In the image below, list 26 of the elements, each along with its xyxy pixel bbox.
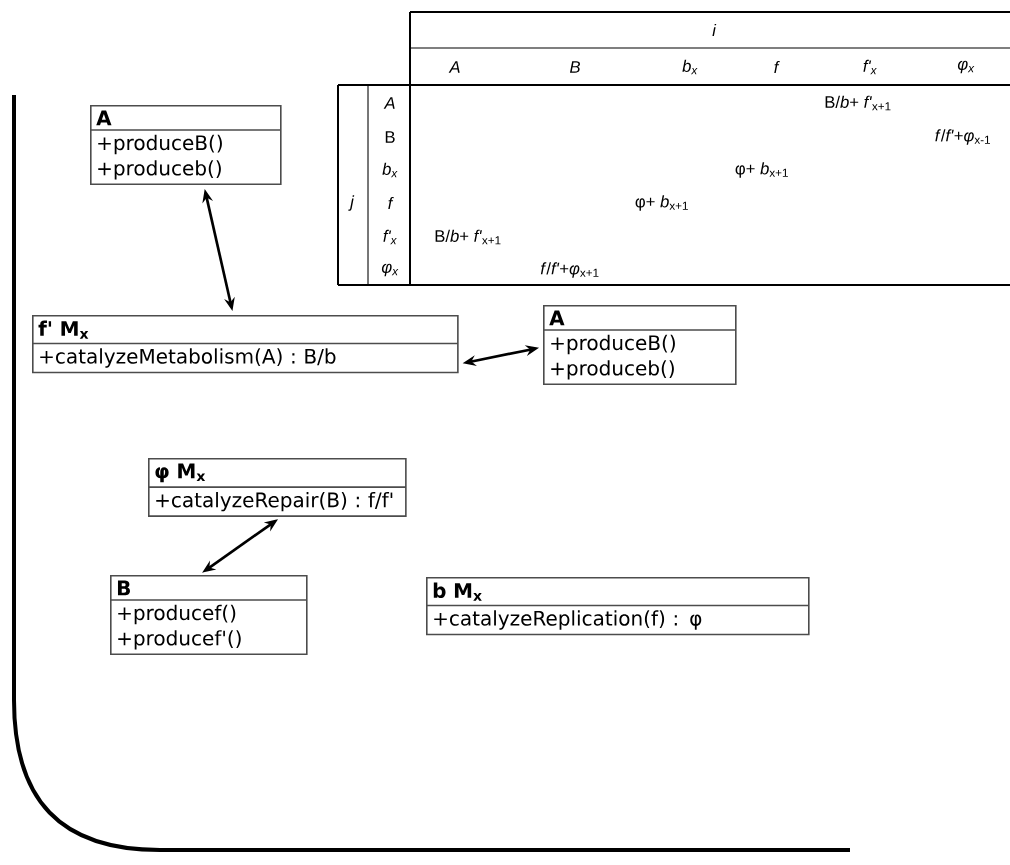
table-cell: φ+ b$_{x+1}$ — [735, 162, 788, 178]
class-box: φ M$_{x}$ +catalyzeRepair(B) : f/f' — [148, 458, 407, 517]
row-header: j — [348, 195, 355, 211]
class-box: B +producef() +producef'() — [110, 575, 308, 656]
column-header: f'$_{x}$ — [863, 59, 877, 75]
class-box: A +produceB() +produceb() — [543, 305, 737, 386]
column-header: B — [569, 61, 580, 73]
table-cell: φ+ b$_{x+1}$ — [635, 195, 688, 211]
class-box: f' M$_{x}$ +catalyzeMetabolism(A) : B/b — [32, 315, 459, 374]
class-box: b M$_{x}$ +catalyzeReplication(f) : φ — [426, 577, 810, 636]
column-header: b$_{x}$ — [682, 59, 698, 75]
column-header: φ$_{x}$ — [957, 60, 975, 74]
row-header: b$_{x}$ — [382, 162, 398, 178]
class-box: A +produceB() +produceb() — [90, 105, 282, 186]
table-cell: f/f'+φ$_{x+1}$ — [540, 262, 599, 278]
table-cell: f/f'+φ$_{x-1}$ — [935, 129, 990, 145]
row-header: A — [383, 97, 395, 109]
column-header: i — [712, 23, 717, 37]
table-cell: B/b+ f'$_{x+1}$ — [435, 229, 501, 245]
row-header: B — [385, 131, 395, 143]
table-cell: B/b+ f'$_{x+1}$ — [825, 95, 891, 111]
column-header: A — [448, 61, 460, 73]
row-header: f — [388, 196, 394, 210]
row-header: φ$_{x}$ — [381, 263, 399, 277]
row-header: f'$_{x}$ — [383, 229, 397, 245]
column-header: f — [774, 60, 780, 74]
